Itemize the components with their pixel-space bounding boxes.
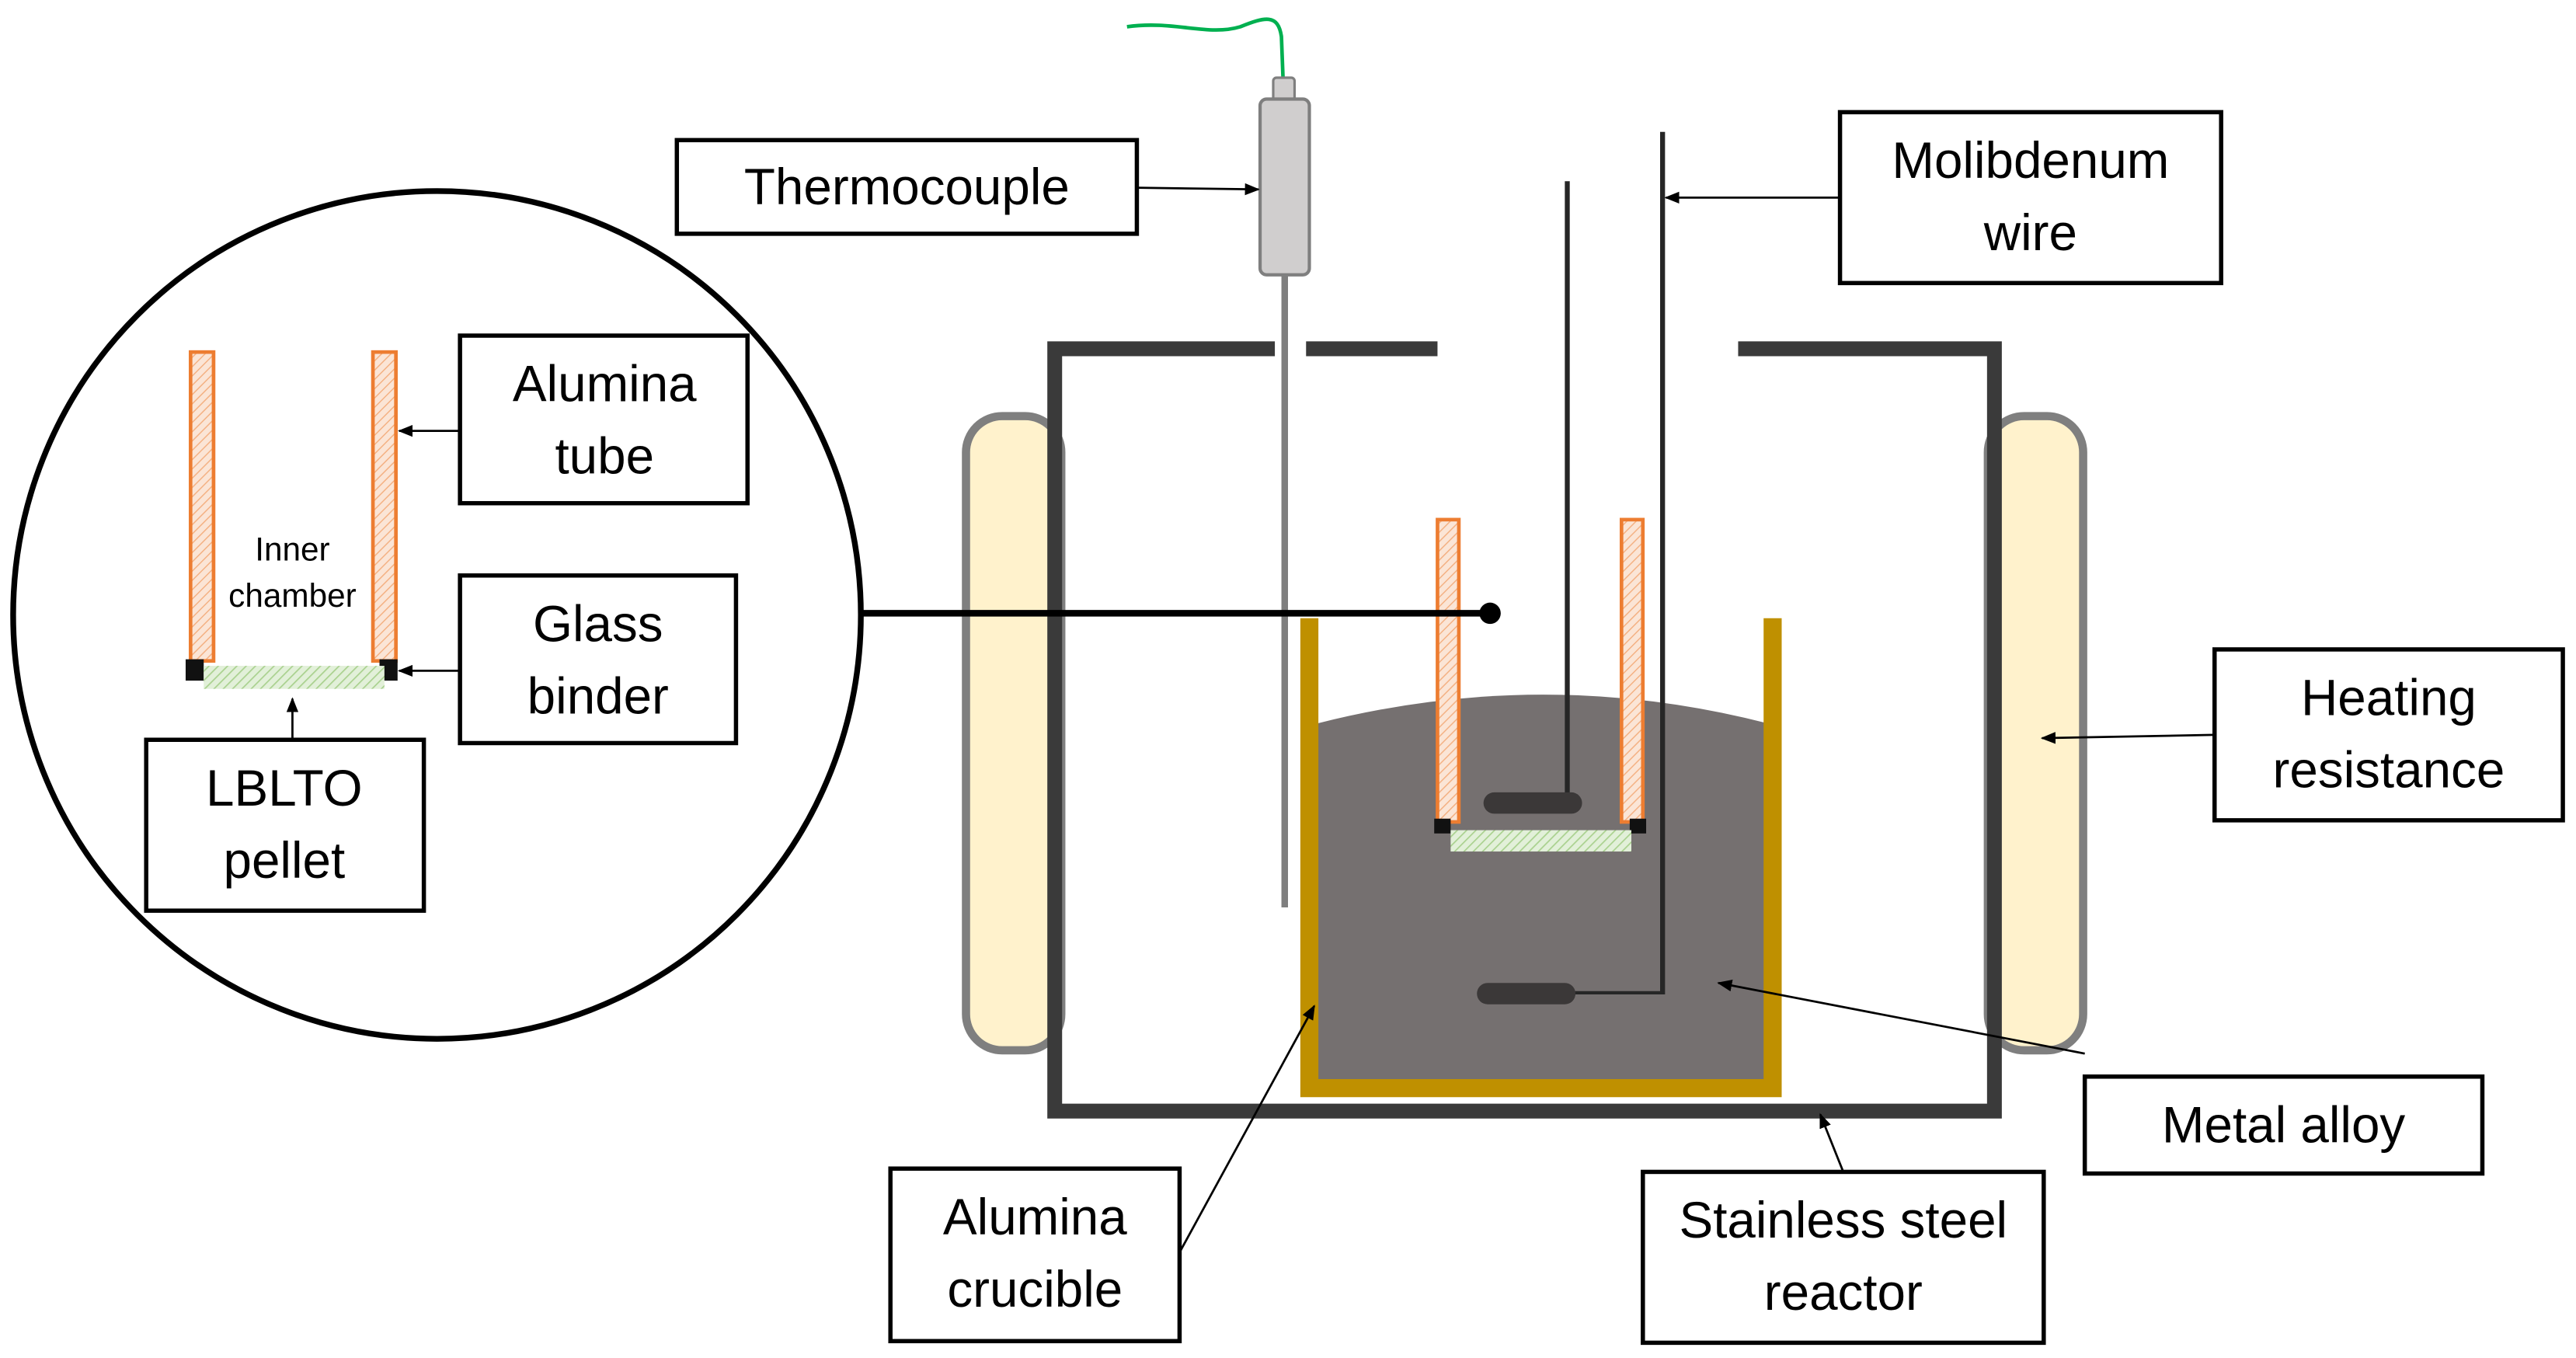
glass-binder-label-1: Glass [533, 595, 663, 652]
lblto-label-1: LBLTO [206, 760, 363, 817]
lblto-label-box [144, 737, 426, 913]
metal-alloy-label-box [2082, 1074, 2485, 1176]
glass-binder-label-box [458, 573, 739, 746]
inner-chamber-label-2: chamber [228, 577, 357, 614]
lblto-label-2: pellet [224, 832, 346, 889]
crucible-label-box [888, 1166, 1182, 1344]
heating-label-2: resistance [2273, 742, 2505, 799]
molibdenum-label-2: wire [1983, 204, 2077, 261]
heating-arrow [2040, 732, 2215, 744]
stainless-steel-reactor [1047, 341, 2002, 1119]
alumina-tube-left-reactor [1436, 517, 1461, 824]
heating-label-box [2212, 647, 2565, 823]
thermocouple-cap [1272, 76, 1297, 103]
alumina-tube-label-box [458, 333, 750, 506]
reactor-label-2: reactor [1764, 1264, 1923, 1321]
alumina-tube-label-1: Alumina [513, 356, 697, 413]
thermocouple-label-box [674, 138, 1140, 236]
lblto-pellet-reactor [1450, 830, 1631, 852]
heating-resistance-left [962, 412, 1066, 1055]
crucible-label-1: Alumina [943, 1189, 1127, 1245]
thermocouple-label: Thermocouple [744, 158, 1070, 215]
tube-seal-right-reactor [1629, 818, 1647, 834]
reactor-arrow [1819, 1113, 1845, 1172]
glass-binder-label-2: binder [527, 667, 669, 724]
alumina-tube-right-reactor [1619, 517, 1645, 824]
inner-electrode [1483, 792, 1582, 814]
heating-label-1: Heating [2301, 670, 2477, 726]
molibdenum-label-box [1837, 110, 2223, 286]
reactor-label-box [1641, 1169, 2046, 1346]
thermocouple-arrow [1137, 183, 1260, 196]
lblto-pellet-detail [204, 666, 385, 689]
crucible-arrow [1178, 1005, 1316, 1253]
alumina-tube-right-detail [371, 350, 398, 663]
alumina-crucible [1300, 618, 1782, 1098]
thermocouple-body [1258, 97, 1311, 277]
heating-resistance-right [1983, 412, 2087, 1055]
tube-seal-left-reactor [1434, 818, 1451, 834]
tube-seal-left-detail [185, 659, 204, 681]
molibdenum-label-1: Molibdenum [1892, 132, 2169, 189]
magnifier-leader-dot [1479, 602, 1501, 625]
alumina-tube-label-2: tube [555, 428, 654, 485]
crucible-label-2: crucible [947, 1261, 1123, 1318]
metal-alloy [1318, 695, 1768, 1088]
alumina-tube-left-detail [188, 350, 216, 663]
inner-chamber-label-1: Inner [255, 531, 329, 568]
outer-electrode [1477, 983, 1576, 1005]
metal-alloy-arrow [1717, 979, 2085, 1055]
metal-alloy-label: Metal alloy [2162, 1096, 2406, 1153]
thermocouple-lead-wire [1126, 17, 1285, 80]
reactor-label-1: Stainless steel [1679, 1192, 2007, 1248]
